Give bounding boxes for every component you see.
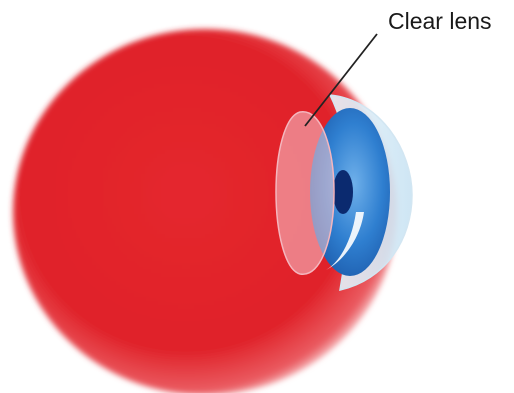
clear-lens [276, 112, 334, 275]
pupil [333, 170, 353, 214]
lens-label: Clear lens [388, 8, 492, 35]
